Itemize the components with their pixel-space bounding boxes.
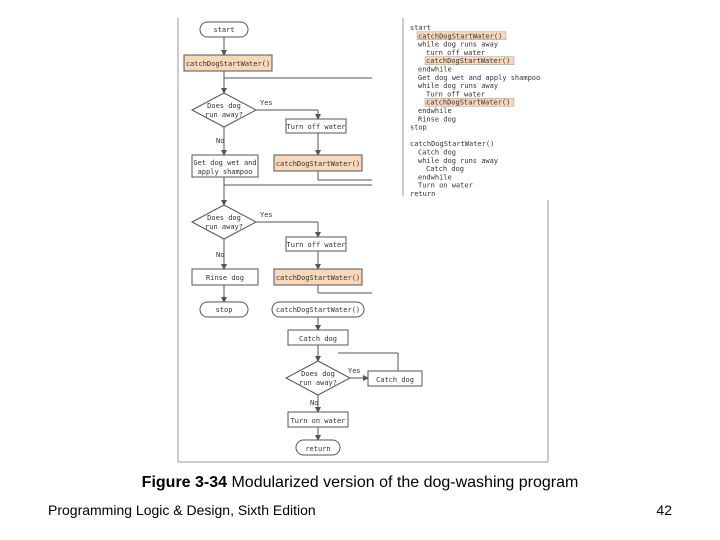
pseudocode-line: catchDogStartWater() xyxy=(418,32,502,40)
pseudocode-line: Catch dog xyxy=(418,149,456,157)
turn-off-label-1: Turn off water xyxy=(286,123,345,131)
catch-dog-box-2 xyxy=(367,370,423,387)
pseudocode-line: endwhile xyxy=(418,107,452,115)
pseudocode-line: Rinse dog xyxy=(418,115,456,123)
pseudocode-line: Catch dog xyxy=(426,165,464,173)
decision-3-line-2: run away? xyxy=(299,379,337,387)
caption-label: Figure 3-34 xyxy=(141,474,228,491)
catch-call-label-1: catchDogStartWater() xyxy=(186,60,270,68)
yes-label-2: Yes xyxy=(260,211,273,219)
pseudocode-line: while dog runs away xyxy=(418,41,498,49)
pseudocode-line: endwhile xyxy=(418,66,452,74)
no-label-3: No xyxy=(310,399,318,407)
pseudocode-line: endwhile xyxy=(418,173,452,181)
turn-off-box-1 xyxy=(285,118,347,134)
pseudocode-highlight xyxy=(424,56,515,65)
pseudocode-line: turn off water xyxy=(426,49,485,57)
pseudocode-line: start xyxy=(410,24,431,32)
turn-on-label: Turn on water xyxy=(291,417,346,425)
catch-call-box-1 xyxy=(183,54,273,72)
footer-book-title: Programming Logic & Design, Sixth Editio… xyxy=(48,502,316,518)
decision-3-line-1: Does dog xyxy=(301,370,335,378)
turn-off-label-2: Turn off water xyxy=(286,241,345,249)
pseudocode-line: Turn on water xyxy=(418,182,473,190)
start-label: start xyxy=(213,26,234,34)
stop-terminal xyxy=(199,301,249,318)
wet-shampoo-box xyxy=(191,154,259,178)
decision-diamond-1 xyxy=(190,92,258,128)
decision-1-line-1: Does dog xyxy=(207,102,241,110)
pseudocode-line: catchDogStartWater() xyxy=(426,57,510,65)
catch-dog-label-2: Catch dog xyxy=(376,376,414,384)
stop-label: stop xyxy=(216,306,233,314)
decision-diamond-2 xyxy=(190,204,258,240)
pseudocode-line: catchDogStartWater() xyxy=(426,99,510,107)
decision-diamond-3 xyxy=(284,360,352,396)
pseudocode-line: Turn off water xyxy=(426,90,485,98)
pseudocode-line: return xyxy=(410,190,435,198)
no-label-2: No xyxy=(216,251,224,259)
pseudocode-highlight xyxy=(416,31,507,41)
flowchart-figure: start catchDogStartWater() Does dog run … xyxy=(177,18,549,463)
return-label: return xyxy=(305,445,330,453)
return-terminal xyxy=(295,439,341,456)
pseudocode-line: while dog runs away xyxy=(418,157,498,165)
wet-shampoo-line-2: apply shampoo xyxy=(198,168,253,176)
decision-2-line-1: Does dog xyxy=(207,214,241,222)
figure-caption: Figure 3-34 Modularized version of the d… xyxy=(0,474,720,492)
wet-shampoo-line-1: Get dog wet and xyxy=(193,159,256,167)
pseudocode-line: while dog runs away xyxy=(418,82,498,90)
decision-2-line-2: run away? xyxy=(205,223,243,231)
module-header-label: catchDogStartWater() xyxy=(276,306,360,314)
footer-page-number: 42 xyxy=(656,502,672,518)
rinse-box xyxy=(191,268,259,286)
yes-label-1: Yes xyxy=(260,99,273,107)
turn-off-box-2 xyxy=(285,236,347,252)
pseudocode-line: stop xyxy=(410,124,427,132)
caption-text: Modularized version of the dog-washing p… xyxy=(227,474,579,491)
pseudocode-highlight xyxy=(424,97,515,107)
catch-call-label-3: catchDogStartWater() xyxy=(276,274,360,282)
decision-1-line-2: run away? xyxy=(205,111,243,119)
catch-call-label-2: catchDogStartWater() xyxy=(276,160,360,168)
yes-label-3: Yes xyxy=(348,367,361,375)
no-label-1: No xyxy=(216,137,224,145)
pseudocode-line: Get dog wet and apply shampoo xyxy=(418,74,540,82)
pseudocode-line: catchDogStartWater() xyxy=(410,140,494,148)
catch-dog-label-1: Catch dog xyxy=(299,335,337,343)
rinse-label: Rinse dog xyxy=(206,274,244,282)
